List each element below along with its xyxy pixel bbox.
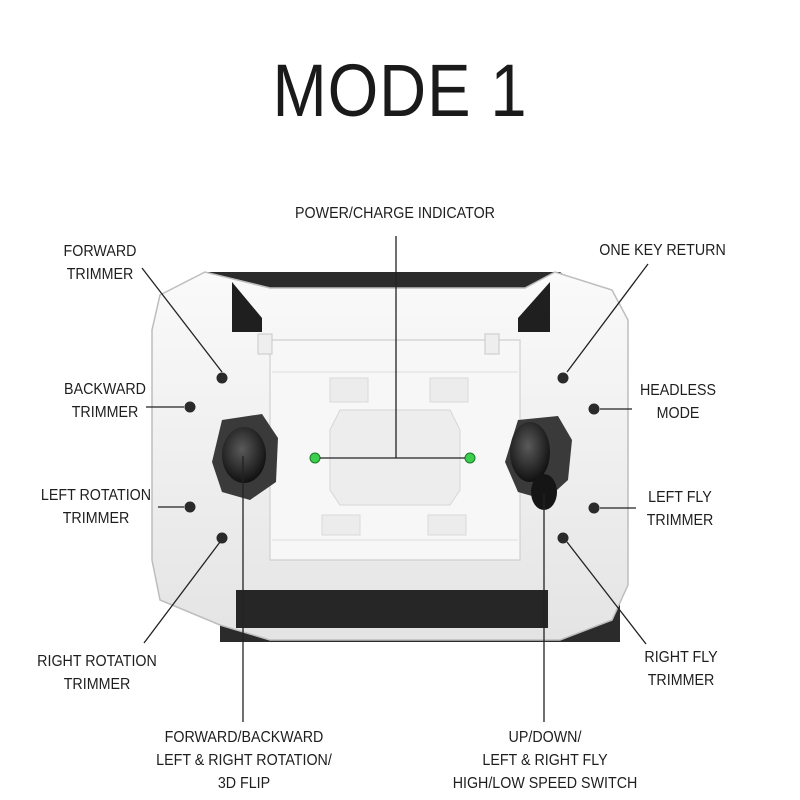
headless-mode-button[interactable] [588, 403, 600, 415]
label-forward-trimmer: FORWARD TRIMMER [63, 243, 137, 283]
leader-power-indicator [320, 236, 465, 459]
left-rotation-trimmer-button[interactable] [184, 501, 196, 513]
right-joystick[interactable] [505, 416, 572, 510]
label-right-rotation-trimmer: RIGHT ROTATION TRIMMER [37, 653, 157, 693]
label-left-rotation-trimmer: LEFT ROTATION TRIMMER [40, 487, 152, 527]
backward-trimmer-button[interactable] [184, 401, 196, 413]
left-joystick[interactable] [212, 414, 278, 500]
right-rotation-trimmer-button[interactable] [216, 532, 228, 544]
label-one-key-return: ONE KEY RETURN [599, 242, 726, 259]
leader-right-rotation-trimmer [143, 541, 221, 644]
center-window [257, 333, 521, 561]
label-left-fly-trimmer: LEFT FLY TRIMMER [646, 489, 714, 529]
left-fly-trimmer-button[interactable] [588, 502, 600, 514]
right-power-indicator-led [464, 452, 476, 464]
one-key-return-button[interactable] [557, 372, 569, 384]
leader-lines [141, 236, 649, 722]
diagram-title: MODE 1 [272, 49, 528, 132]
left-power-indicator-led [309, 452, 321, 464]
label-power-charge-indicator: POWER/CHARGE INDICATOR [295, 205, 495, 222]
label-right-stick-functions: UP/DOWN/ LEFT & RIGHT FLY HIGH/LOW SPEED… [452, 729, 638, 792]
label-right-fly-trimmer: RIGHT FLY TRIMMER [644, 649, 718, 689]
leader-right-fly-trimmer [566, 541, 647, 645]
forward-trimmer-button[interactable] [216, 372, 228, 384]
leader-forward-trimmer [141, 267, 223, 373]
leader-one-key-return [566, 263, 649, 373]
label-left-stick-functions: FORWARD/BACKWARD LEFT & RIGHT ROTATION/ … [156, 729, 332, 792]
label-headless-mode: HEADLESS MODE [639, 382, 717, 422]
label-backward-trimmer: BACKWARD TRIMMER [64, 381, 146, 421]
right-fly-trimmer-button[interactable] [557, 532, 569, 544]
